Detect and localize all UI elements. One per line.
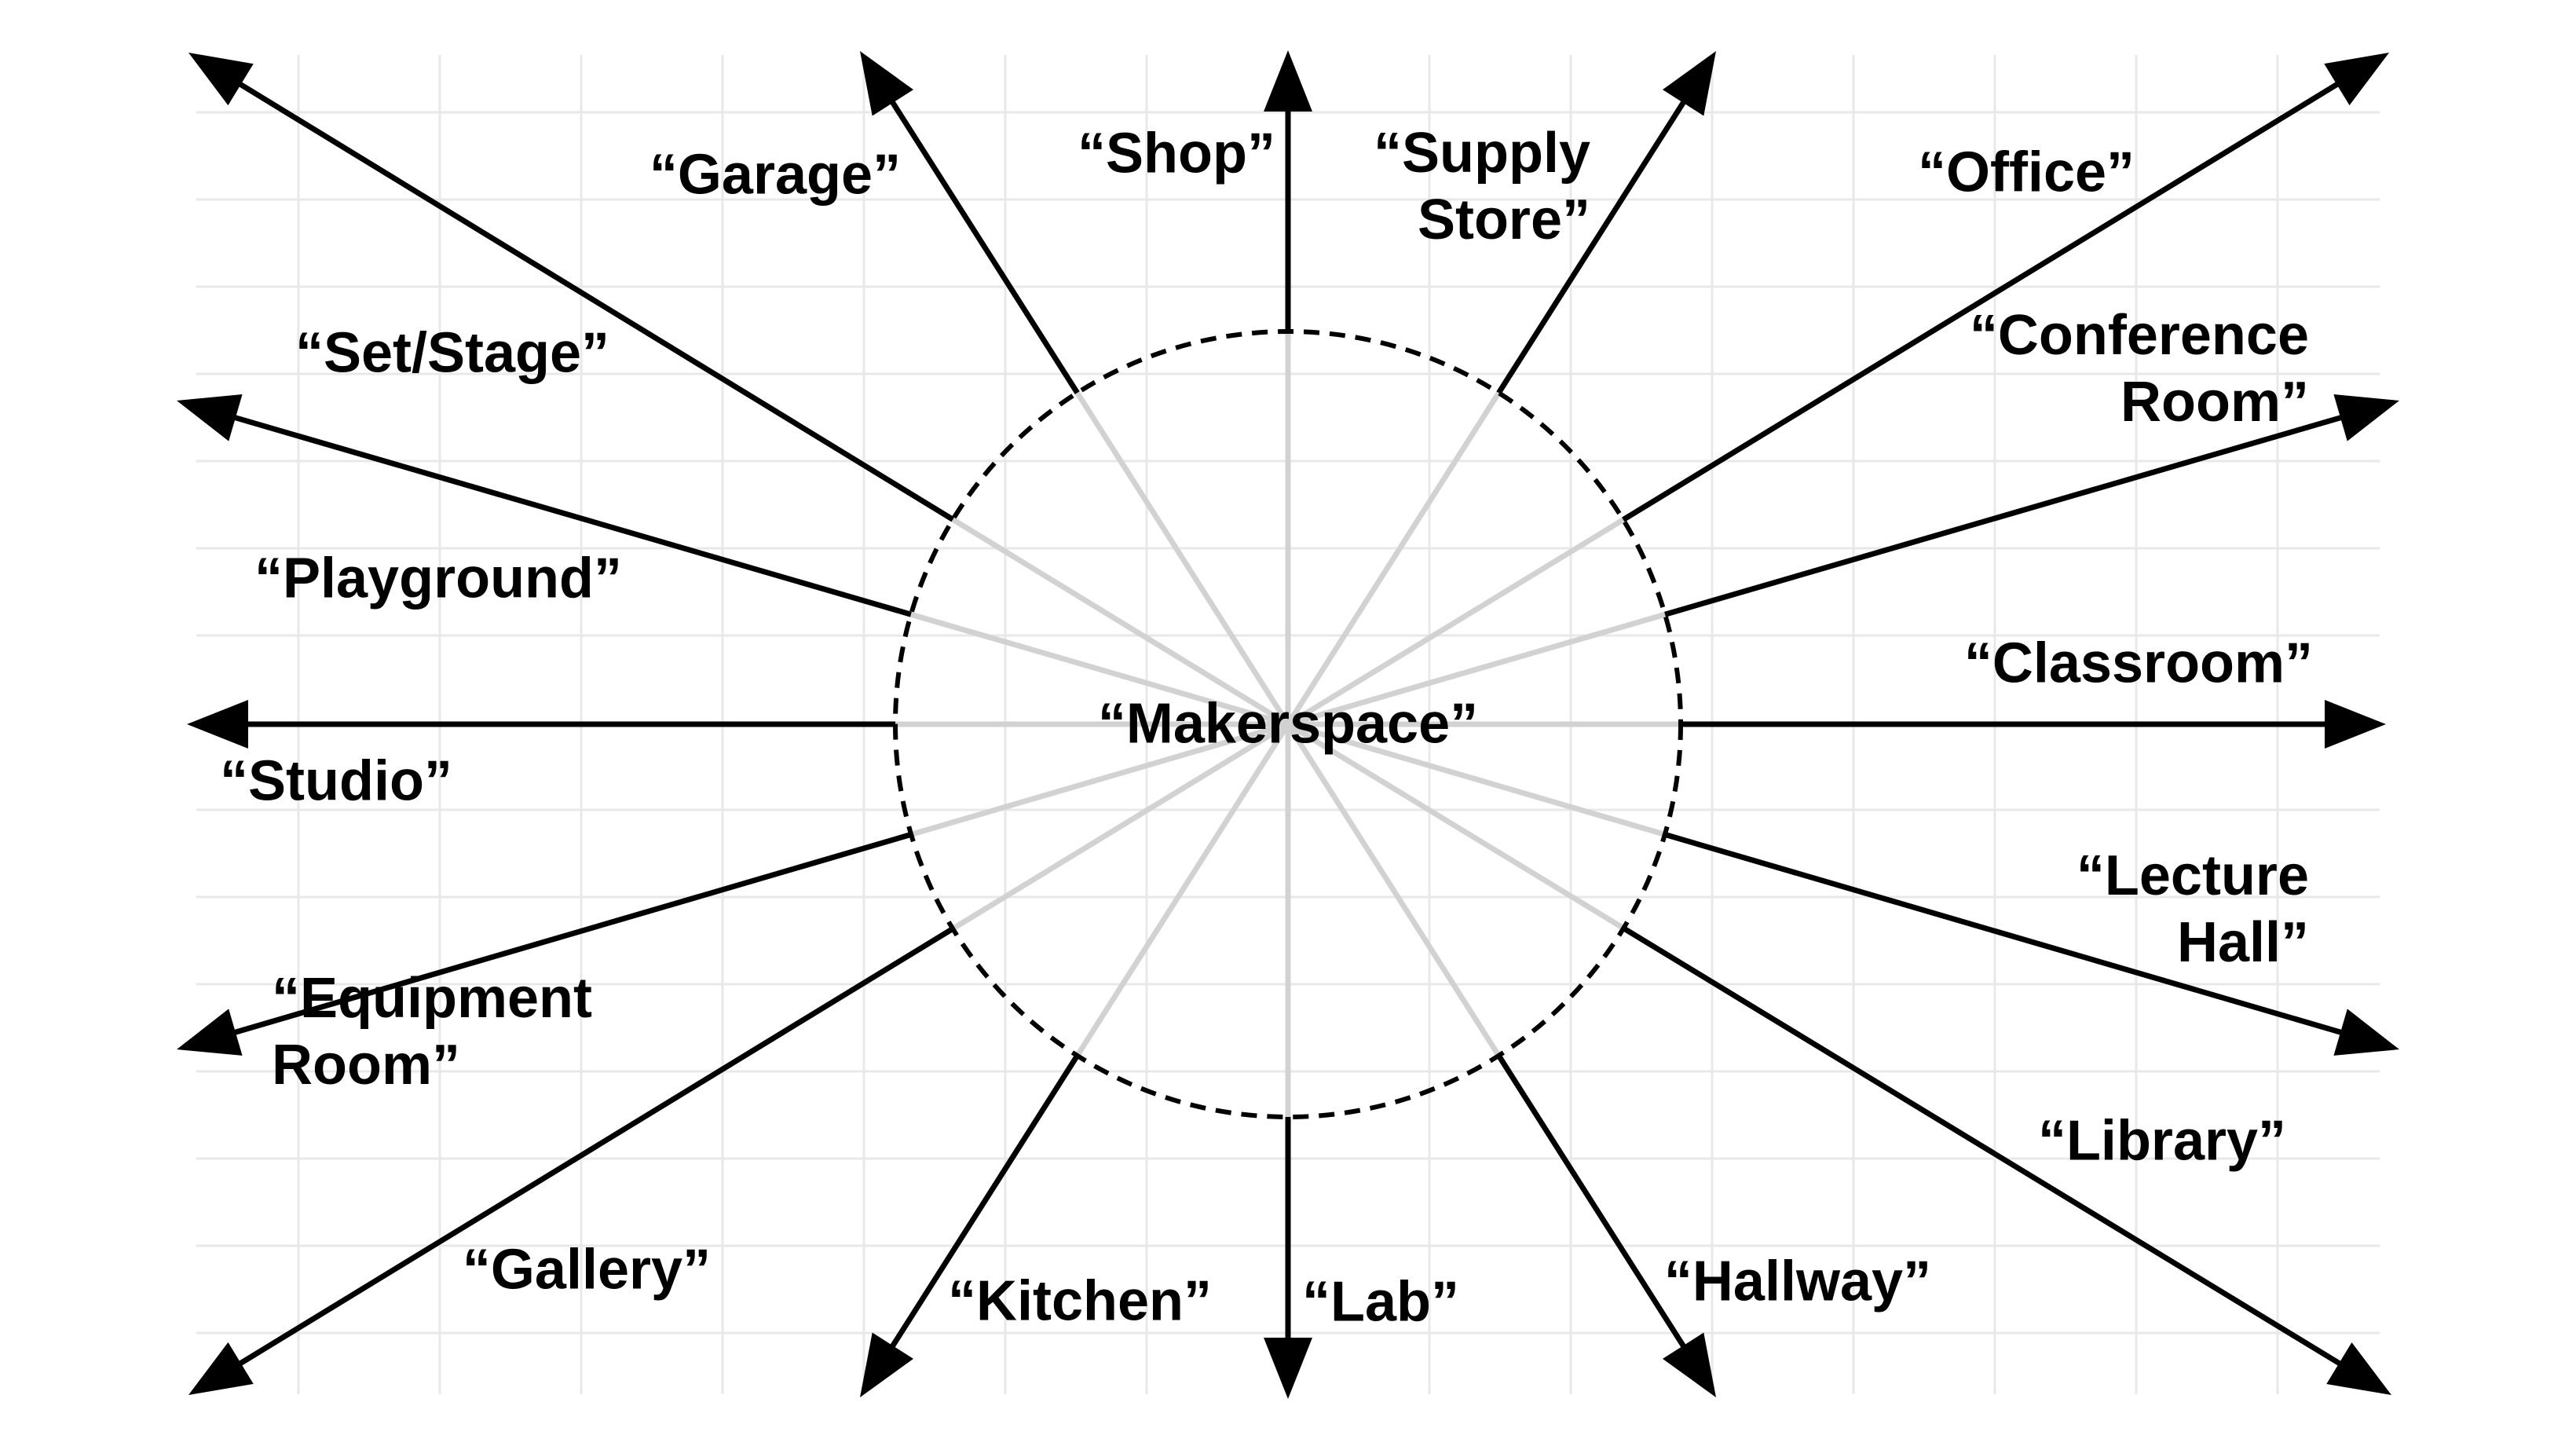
dashed-circle [893,329,1683,1119]
node-label-hallway: “Hallway” [1663,1250,1932,1313]
arrow-shaft-lecture-hall [1663,832,2344,1036]
inner-ray-gallery [951,722,1290,932]
node-label-shop: “Shop” [1078,122,1275,185]
arrow-shaft-library [1622,925,2344,1368]
arrow-shaft-garage [888,98,1080,394]
arrowhead-gallery [188,1342,254,1395]
inner-ray-lecture-hall [1287,721,1666,837]
inner-ray-office [1286,517,1625,727]
node-label-kitchen: “Kitchen” [947,1269,1213,1333]
arrowhead-equipment-room [177,1009,243,1056]
node-label-library: “Library” [2037,1109,2287,1173]
arrowhead-shop [1264,50,1312,112]
arrowhead-lab [1264,1338,1312,1399]
node-label-set-stage: “Set/Stage” [295,321,610,385]
node-label-garage: “Garage” [649,143,902,207]
arrowhead-conference-room [2333,394,2399,441]
inner-ray-set-stage [951,517,1290,727]
arrow-shaft-set-stage [236,80,955,522]
node-label-office: “Office” [1917,141,2135,204]
inner-ray-garage [1074,391,1290,726]
inner-ray-equipment-room [910,721,1289,837]
arrowhead-playground [177,394,243,441]
inner-ray-hallway [1286,723,1502,1057]
node-label-playground: “Playground” [254,547,623,610]
node-label-conference-room: “Conference Room” [1969,304,2309,434]
arrow-shaft-kitchen [888,1054,1080,1350]
node-label-lab: “Lab” [1301,1270,1460,1334]
arrowhead-hallway [1662,1332,1716,1397]
arrowhead-set-stage [188,53,254,106]
arrowhead-kitchen [860,1332,914,1397]
arrowhead-lecture-hall [2333,1009,2399,1056]
inner-ray-library [1286,722,1626,931]
node-label-gallery: “Gallery” [462,1238,712,1302]
arrow-shaft-supply-store [1496,98,1688,394]
inner-ray-conference-room [1287,611,1667,727]
arrow-shaft-hallway [1496,1054,1688,1350]
node-label-equipment-room: “Equipment Room” [272,967,592,1097]
inner-ray-playground [909,611,1289,727]
arrowhead-studio [187,700,248,749]
arrowhead-supply-store [1662,51,1716,116]
arrow-shaft-equipment-room [232,832,913,1036]
arrow-shaft-playground [232,414,912,617]
arrowhead-garage [860,51,914,116]
arrow-shaft-gallery [236,926,954,1368]
arrow-shaft-conference-room [1664,414,2344,617]
node-label-studio: “Studio” [220,749,452,813]
node-label-lecture-hall: “Lecture Hall” [2076,844,2309,974]
center-node-label: “Makerspace” [1097,692,1479,756]
node-label-supply-store: “Supply Store” [1373,122,1590,251]
arrowhead-library [2326,1342,2391,1395]
inner-ray-kitchen [1074,723,1290,1057]
arrowhead-classroom [2325,700,2386,749]
arrowhead-office [2324,53,2389,106]
node-label-classroom: “Classroom” [1963,632,2314,695]
inner-ray-supply-store [1286,391,1502,726]
arrow-shaft-office [1622,80,2341,522]
